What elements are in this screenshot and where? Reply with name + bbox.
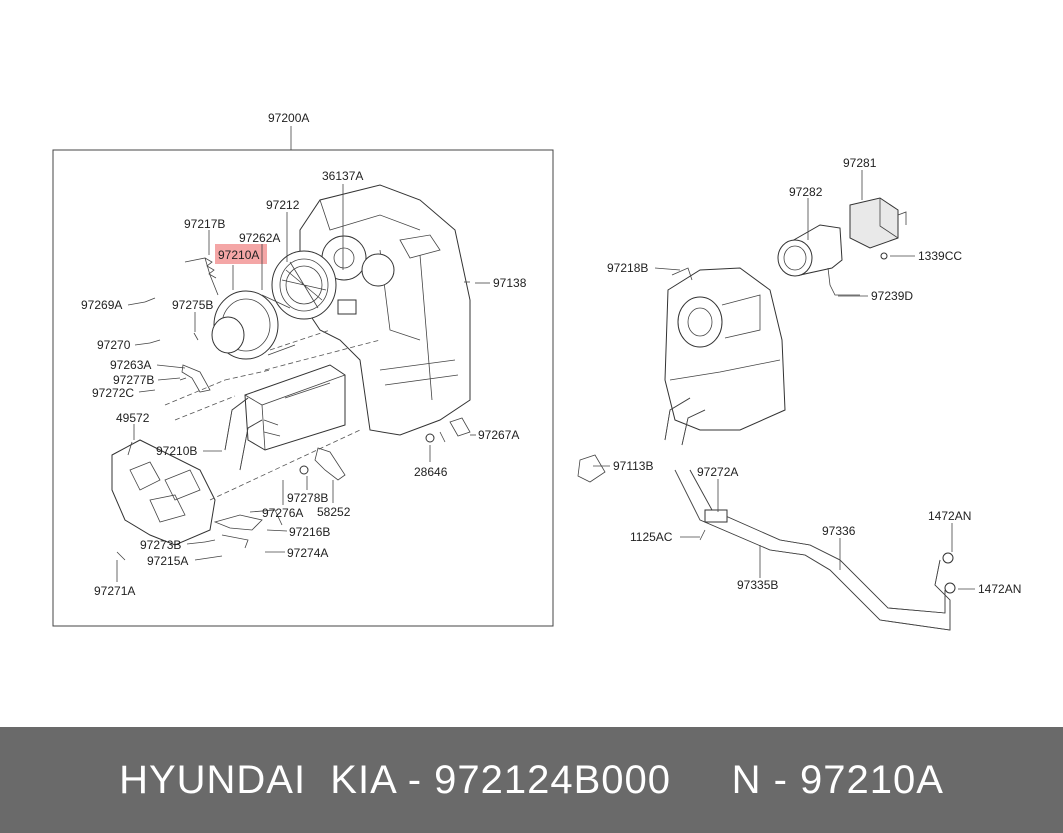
mounting-bracket xyxy=(111,439,216,546)
air-duct xyxy=(777,224,860,296)
label-97272C: 97272C xyxy=(92,386,134,400)
label-97218B: 97218B xyxy=(607,261,648,275)
label-97277B: 97277B xyxy=(113,373,154,387)
label-97215A: 97215A xyxy=(147,554,188,568)
label-97210A: 97210A xyxy=(218,248,259,262)
label-97335B: 97335B xyxy=(737,578,778,592)
right-pipes-short xyxy=(664,397,706,446)
label-97200A: 97200A xyxy=(268,111,309,125)
label-97138: 97138 xyxy=(493,276,527,290)
dashed-guides xyxy=(164,329,381,501)
label-1125AC: 1125AC xyxy=(630,530,673,544)
highlight-box xyxy=(215,244,267,264)
label-97263A: 97263A xyxy=(110,358,151,372)
label-97271A: 97271A xyxy=(94,584,135,598)
label-97282: 97282 xyxy=(789,185,823,199)
label-97270: 97270 xyxy=(97,338,131,352)
blower-fan xyxy=(271,250,337,320)
label-28646: 28646 xyxy=(414,465,448,479)
label-97269A: 97269A xyxy=(81,298,122,312)
label-97262A: 97262A xyxy=(239,231,280,245)
label-97217B: 97217B xyxy=(184,217,225,231)
label-97113B: 97113B xyxy=(613,459,653,473)
wire-harness xyxy=(184,257,219,296)
label-97274A: 97274A xyxy=(287,546,328,560)
label-1472AN-top: 1472AN xyxy=(928,509,971,523)
assembly-frame xyxy=(52,149,554,627)
label-97216B: 97216B xyxy=(289,525,330,539)
label-97336: 97336 xyxy=(822,524,856,538)
heater-housing xyxy=(299,184,471,436)
long-pipes xyxy=(577,252,956,631)
actuator-97281 xyxy=(849,197,907,249)
label-49572: 49572 xyxy=(116,411,150,425)
label-97267A: 97267A xyxy=(478,428,519,442)
blower-unit-right xyxy=(664,267,786,431)
label-97275B: 97275B xyxy=(172,298,213,312)
label-97281: 97281 xyxy=(843,156,877,170)
parts-diagram: 97200A 36137A 97212 97217B 97262A 97210A… xyxy=(52,111,1021,631)
label-97276A: 97276A xyxy=(262,506,303,520)
label-97273B: 97273B xyxy=(140,538,181,552)
label-1472AN-bottom: 1472AN xyxy=(978,582,1021,596)
label-97272A: 97272A xyxy=(697,465,738,479)
label-97239D: 97239D xyxy=(871,289,913,303)
label-36137A: 36137A xyxy=(322,169,363,183)
footer-part-info: HYUNDAI KIA - 972124B000 N - 97210A xyxy=(119,757,944,802)
footer-bar: HYUNDAI KIA - 972124B000 N - 97210A xyxy=(0,727,1063,833)
label-97278B: 97278B xyxy=(287,491,328,505)
label-58252: 58252 xyxy=(317,505,351,519)
label-1339CC: 1339CC xyxy=(918,249,962,263)
label-97210B: 97210B xyxy=(156,444,197,458)
blower-motor xyxy=(211,290,296,360)
heater-pipes xyxy=(224,397,281,471)
clip-parts xyxy=(116,281,471,561)
label-97212: 97212 xyxy=(266,198,300,212)
heater-core xyxy=(244,364,346,451)
leader-lines xyxy=(116,170,975,590)
